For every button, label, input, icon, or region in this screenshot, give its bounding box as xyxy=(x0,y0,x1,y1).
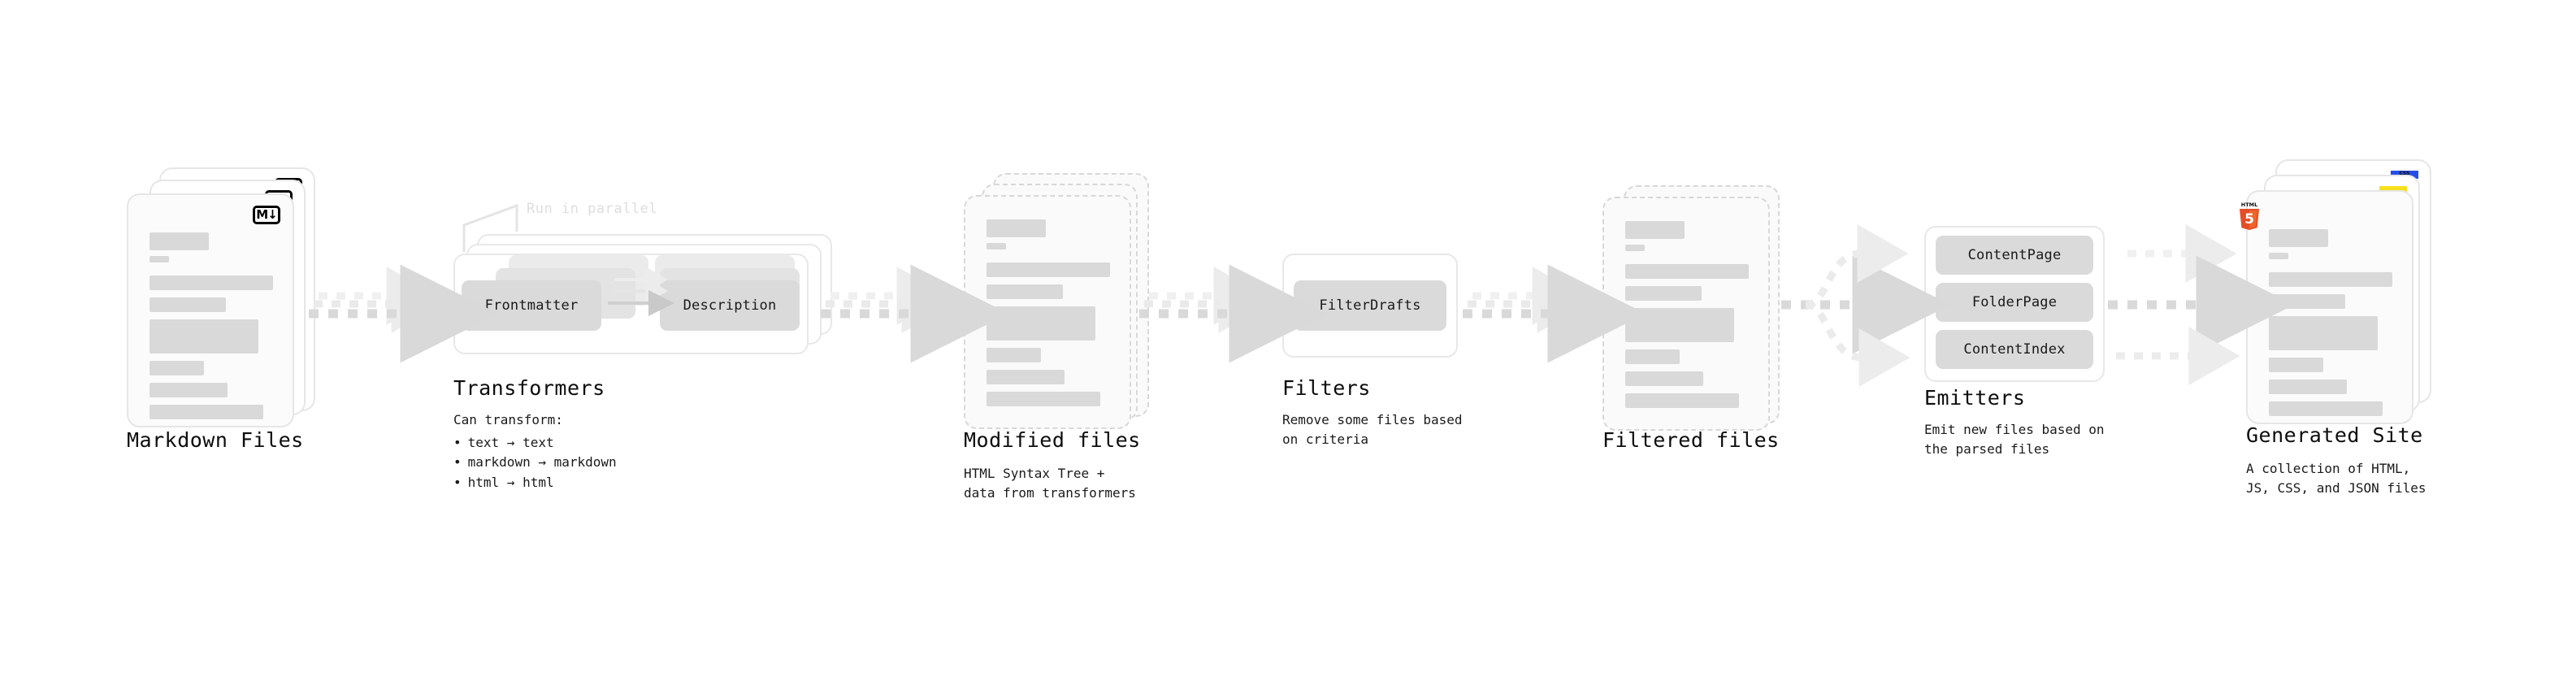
emitter-chip-contentindex[interactable]: ContentIndex xyxy=(1936,330,2093,369)
skeleton-line xyxy=(987,370,1065,384)
site-card-front[interactable]: HTML 5 xyxy=(2240,190,2413,424)
skeleton-heading xyxy=(1625,221,1685,239)
stage-title: Markdown Files xyxy=(127,428,304,452)
stage-desc: HTML Syntax Tree + data from transformer… xyxy=(964,465,1136,501)
run-in-parallel-note: Run in parallel xyxy=(527,201,658,217)
skeleton-subtext xyxy=(1625,245,1646,251)
stage-desc: A collection of HTML, JS, CSS, and JSON … xyxy=(2246,460,2426,496)
connector-md-to-transformers xyxy=(309,264,499,363)
caption-filtered-files: Filtered files xyxy=(1602,429,1780,452)
caption-transformers: Transformers Can transform: text → text … xyxy=(453,377,617,493)
doc-skeleton-content xyxy=(987,219,1110,414)
skeleton-heading xyxy=(150,232,209,250)
skeleton-line xyxy=(150,275,273,290)
skeleton-line xyxy=(1625,264,1749,279)
modified-card-front[interactable] xyxy=(964,195,1131,429)
skeleton-block xyxy=(150,319,258,354)
stage-title: Filters xyxy=(1282,376,1371,400)
markdown-badge-icon-3: M↓ xyxy=(253,206,280,224)
stage-title: Transformers xyxy=(453,376,605,400)
skeleton-line xyxy=(987,262,1110,277)
skeleton-line xyxy=(987,284,1064,299)
doc-skeleton-content xyxy=(1625,221,1749,415)
caption-generated-site: Generated Site A collection of HTML, JS,… xyxy=(2246,424,2426,498)
skeleton-line xyxy=(150,297,227,312)
doc-skeleton-content xyxy=(2269,229,2392,423)
transformer-chip-frontmatter[interactable]: Frontmatter xyxy=(462,280,601,331)
skeleton-line xyxy=(2269,401,2383,416)
skeleton-heading xyxy=(2269,229,2328,247)
caption-markdown-files: Markdown Files xyxy=(127,429,304,452)
skeleton-subtext xyxy=(150,256,170,262)
stage-desc: Remove some files based on criteria xyxy=(1282,411,1463,447)
skeleton-block xyxy=(987,306,1095,340)
connector-transformers-to-modified xyxy=(821,264,1009,363)
skeleton-line xyxy=(2269,358,2323,372)
doc-skeleton-content xyxy=(150,232,273,427)
html5-badge-icon: HTML 5 xyxy=(2236,200,2262,231)
stage-title: Generated Site xyxy=(2246,423,2423,447)
transformer-chip-description[interactable]: Description xyxy=(660,280,800,331)
connector-emitters-to-site xyxy=(2108,224,2295,385)
skeleton-heading xyxy=(987,219,1046,237)
skeleton-subtext xyxy=(2269,253,2289,259)
stage-title: Modified files xyxy=(964,428,1141,452)
stage-title: Emitters xyxy=(1924,386,2026,410)
skeleton-line xyxy=(150,361,204,375)
stage-desc: Can transform: xyxy=(453,411,563,427)
skeleton-line xyxy=(1625,349,1680,364)
skeleton-line xyxy=(2269,294,2346,309)
stage-title: Filtered files xyxy=(1602,428,1780,452)
transform-list-item: html → html xyxy=(453,473,617,493)
skeleton-line xyxy=(150,383,228,397)
connector-modified-to-filters xyxy=(1139,264,1328,363)
skeleton-subtext xyxy=(987,243,1007,249)
caption-filters: Filters Remove some files based on crite… xyxy=(1282,377,1463,449)
transform-list-item: markdown → markdown xyxy=(453,453,617,473)
transform-list: text → text markdown → markdown html → h… xyxy=(453,433,617,493)
caption-modified-files: Modified files HTML Syntax Tree + data f… xyxy=(964,429,1141,503)
svg-text:5: 5 xyxy=(2244,211,2254,228)
svg-text:HTML: HTML xyxy=(2241,202,2257,208)
emitter-chip-contentpage[interactable]: ContentPage xyxy=(1936,236,2093,275)
skeleton-line xyxy=(987,392,1100,406)
markdown-card-front[interactable]: M↓ xyxy=(127,193,294,427)
filtered-card-front[interactable] xyxy=(1602,197,1770,431)
skeleton-line xyxy=(1625,393,1739,408)
caption-emitters: Emitters Emit new files based on the par… xyxy=(1924,387,2105,459)
skeleton-line xyxy=(1625,286,1702,301)
skeleton-line xyxy=(2269,380,2347,394)
transform-list-item: text → text xyxy=(453,433,617,453)
skeleton-line xyxy=(150,405,263,419)
stage-desc: Emit new files based on the parsed files xyxy=(1924,421,2105,457)
connector-filters-to-filtered xyxy=(1463,264,1646,363)
skeleton-block xyxy=(2269,316,2378,350)
filter-chip-filterdrafts[interactable]: FilterDrafts xyxy=(1294,280,1446,331)
skeleton-line xyxy=(1625,371,1703,386)
emitter-chip-folderpage[interactable]: FolderPage xyxy=(1936,283,2093,322)
connector-filtered-to-emitters xyxy=(1781,224,1951,387)
skeleton-line xyxy=(2269,272,2392,287)
skeleton-line xyxy=(987,348,1041,362)
skeleton-block xyxy=(1625,308,1734,342)
